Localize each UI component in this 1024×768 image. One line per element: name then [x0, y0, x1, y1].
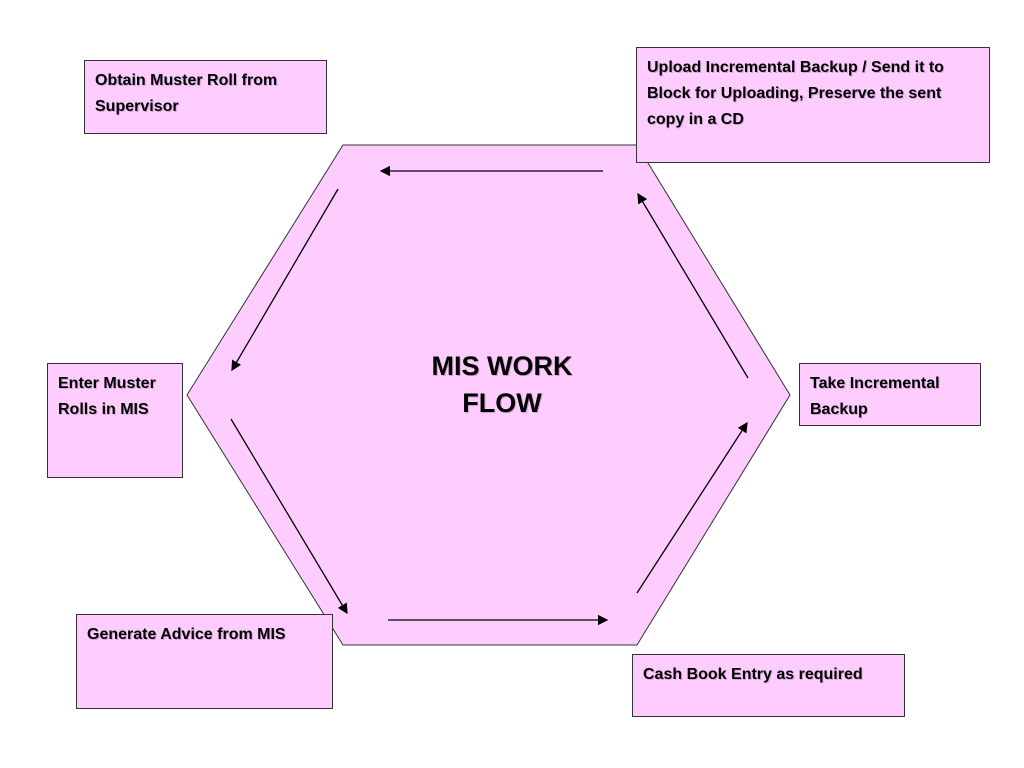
step-take-incremental-backup: Take Incremental Backup: [799, 363, 981, 426]
step-enter-muster-rolls: Enter Muster Rolls in MIS: [47, 363, 183, 478]
diagram-title: MIS WORK FLOW: [402, 348, 602, 422]
step-generate-advice: Generate Advice from MIS: [76, 614, 333, 709]
arrow-enter-to-generate: [230, 418, 348, 615]
step-cash-book-entry: Cash Book Entry as required: [632, 654, 905, 717]
title-line-1: MIS WORK: [431, 351, 573, 381]
arrow-obtain-to-enter: [231, 188, 339, 372]
arrow-cashbook-to-backup: [636, 421, 748, 594]
step-obtain-muster-roll: Obtain Muster Roll from Supervisor: [84, 60, 327, 134]
arrow-backup-to-upload: [637, 192, 749, 379]
step-upload-incremental-backup: Upload Incremental Backup / Send it to B…: [636, 47, 990, 163]
title-line-2: FLOW: [462, 388, 542, 418]
